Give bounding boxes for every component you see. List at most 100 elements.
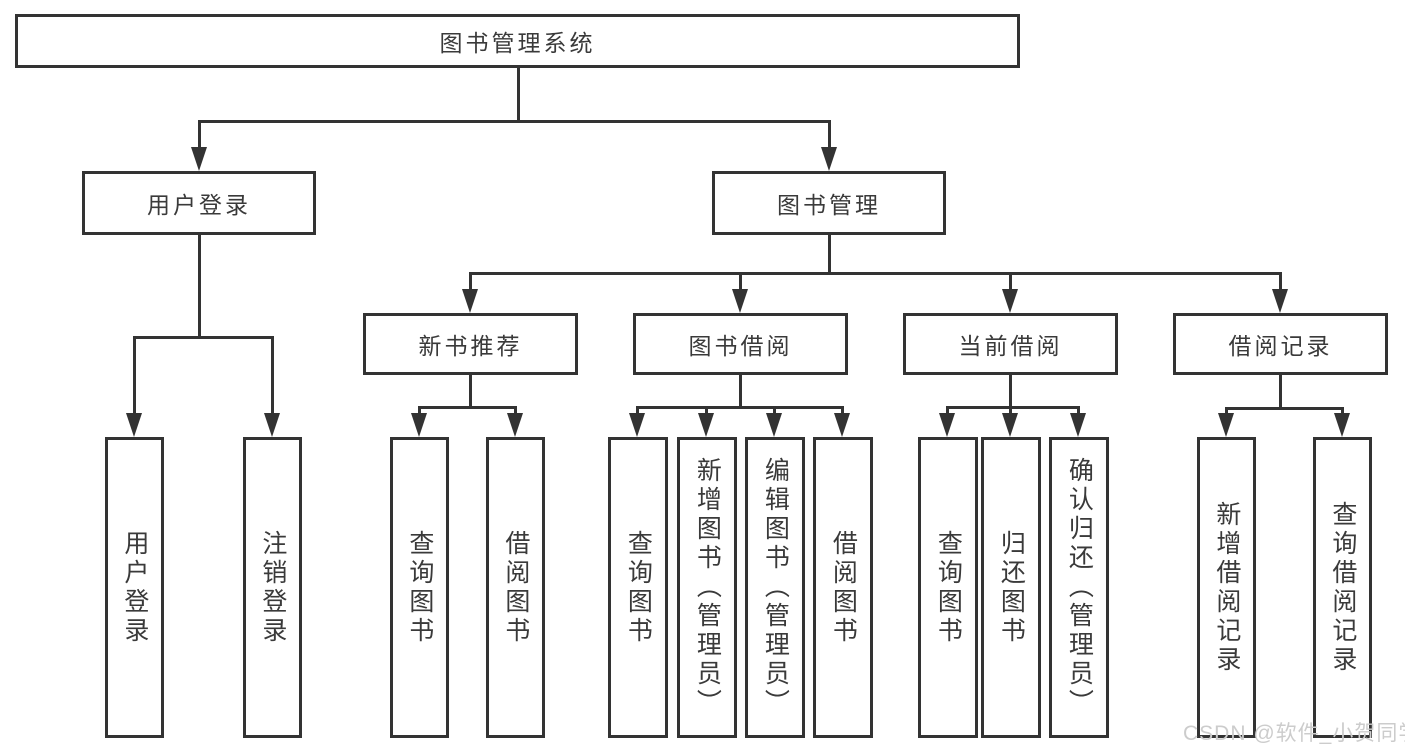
arrow-shaft	[827, 120, 831, 147]
leaf-logout: 注销登录	[243, 437, 302, 738]
arrow-shaft	[945, 406, 949, 413]
arrow-shaft	[513, 406, 517, 413]
down-arrow	[697, 406, 715, 437]
down-arrow	[506, 406, 524, 437]
down-arrow	[410, 406, 428, 437]
connector-line-vertical	[469, 375, 472, 406]
arrow-shaft	[1076, 406, 1080, 413]
node-label: 图书管理	[777, 192, 881, 218]
node-label: 查询图书	[624, 529, 653, 646]
arrowhead-icon	[939, 413, 955, 437]
node-library-management-system: 图书管理系统	[15, 14, 1020, 68]
down-arrow	[125, 336, 143, 437]
node-label: 编辑图书（管理员）	[761, 457, 790, 718]
down-arrow	[765, 406, 783, 437]
down-arrow	[1069, 406, 1087, 437]
node-label: 用户登录	[120, 529, 149, 646]
arrowhead-icon	[191, 147, 207, 171]
arrow-shaft	[417, 406, 421, 413]
node-label: 查询图书	[405, 529, 434, 646]
arrowhead-icon	[766, 413, 782, 437]
leaf-query-book-borrowing: 查询图书	[608, 437, 668, 738]
arrowhead-icon	[732, 289, 748, 313]
arrow-shaft	[270, 336, 274, 413]
arrowhead-icon	[821, 147, 837, 171]
arrowhead-icon	[462, 289, 478, 313]
down-arrow	[461, 272, 479, 313]
leaf-query-book-recommend: 查询图书	[390, 437, 449, 738]
arrowhead-icon	[1002, 289, 1018, 313]
arrowhead-icon	[834, 413, 850, 437]
node-label: 新增借阅记录	[1212, 500, 1241, 675]
arrow-shaft	[738, 272, 742, 289]
node-label: 注销登录	[258, 529, 287, 646]
leaf-add-book-admin: 新增图书（管理员）	[677, 437, 737, 738]
arrowhead-icon	[1070, 413, 1086, 437]
arrow-shaft	[197, 120, 201, 147]
down-arrow	[1333, 407, 1351, 437]
down-arrow	[820, 120, 838, 171]
leaf-confirm-return-admin: 确认归还（管理员）	[1049, 437, 1109, 738]
arrow-shaft	[1340, 407, 1344, 413]
connector-line-horizontal	[636, 406, 844, 409]
arrowhead-icon	[411, 413, 427, 437]
down-arrow	[1217, 407, 1235, 437]
leaf-add-borrow-record: 新增借阅记录	[1197, 437, 1256, 738]
arrow-shaft	[1008, 272, 1012, 289]
leaf-query-book-current: 查询图书	[918, 437, 978, 738]
arrowhead-icon	[1218, 413, 1234, 437]
connector-line-vertical	[1279, 375, 1282, 407]
connector-line-horizontal	[1225, 407, 1344, 410]
arrowhead-icon	[126, 413, 142, 437]
node-current-borrowing: 当前借阅	[903, 313, 1118, 375]
arrow-shaft	[840, 406, 844, 413]
connector-line-horizontal	[133, 336, 274, 339]
leaf-borrow-book-borrowing: 借阅图书	[813, 437, 873, 738]
connector-line-horizontal	[946, 406, 1080, 409]
leaf-user-login: 用户登录	[105, 437, 164, 738]
arrow-shaft	[1224, 407, 1228, 413]
down-arrow	[1001, 272, 1019, 313]
arrow-shaft	[1278, 272, 1282, 289]
connector-line-vertical	[517, 68, 520, 120]
node-book-borrowing: 图书借阅	[633, 313, 848, 375]
node-label: 查询图书	[934, 529, 963, 646]
node-label: 借阅图书	[829, 529, 858, 646]
leaf-return-book: 归还图书	[981, 437, 1041, 738]
arrowhead-icon	[1002, 413, 1018, 437]
arrowhead-icon	[698, 413, 714, 437]
arrow-shaft	[704, 406, 708, 413]
node-label: 借阅记录	[1228, 333, 1333, 359]
connector-line-horizontal	[198, 120, 831, 123]
arrow-shaft	[132, 336, 136, 413]
arrow-shaft	[772, 406, 776, 413]
node-label: 查询借阅记录	[1328, 500, 1357, 675]
arrowhead-icon	[1334, 413, 1350, 437]
leaf-edit-book-admin: 编辑图书（管理员）	[745, 437, 805, 738]
down-arrow	[1271, 272, 1289, 313]
connector-line-vertical	[1009, 375, 1012, 406]
node-label: 当前借阅	[958, 333, 1063, 359]
csdn-watermark: CSDN @软件_小贺同学	[1183, 722, 1405, 745]
arrowhead-icon	[507, 413, 523, 437]
node-label: 用户登录	[147, 192, 251, 218]
down-arrow	[628, 406, 646, 437]
node-label: 新书推荐	[418, 333, 523, 359]
connector-line-horizontal	[469, 272, 1282, 275]
node-new-book-recommend: 新书推荐	[363, 313, 578, 375]
connector-line-horizontal	[418, 406, 517, 409]
arrow-shaft	[635, 406, 639, 413]
arrow-shaft	[1008, 406, 1012, 413]
connector-line-vertical	[739, 375, 742, 406]
node-label: 图书管理系统	[439, 30, 596, 56]
node-label: 确认归还（管理员）	[1065, 457, 1094, 718]
arrowhead-icon	[1272, 289, 1288, 313]
connector-line-vertical	[198, 235, 201, 336]
leaf-query-borrow-record: 查询借阅记录	[1313, 437, 1372, 738]
down-arrow	[833, 406, 851, 437]
down-arrow	[938, 406, 956, 437]
node-user-login: 用户登录	[82, 171, 316, 235]
down-arrow	[1001, 406, 1019, 437]
connector-line-vertical	[828, 235, 831, 272]
node-book-management: 图书管理	[712, 171, 946, 235]
